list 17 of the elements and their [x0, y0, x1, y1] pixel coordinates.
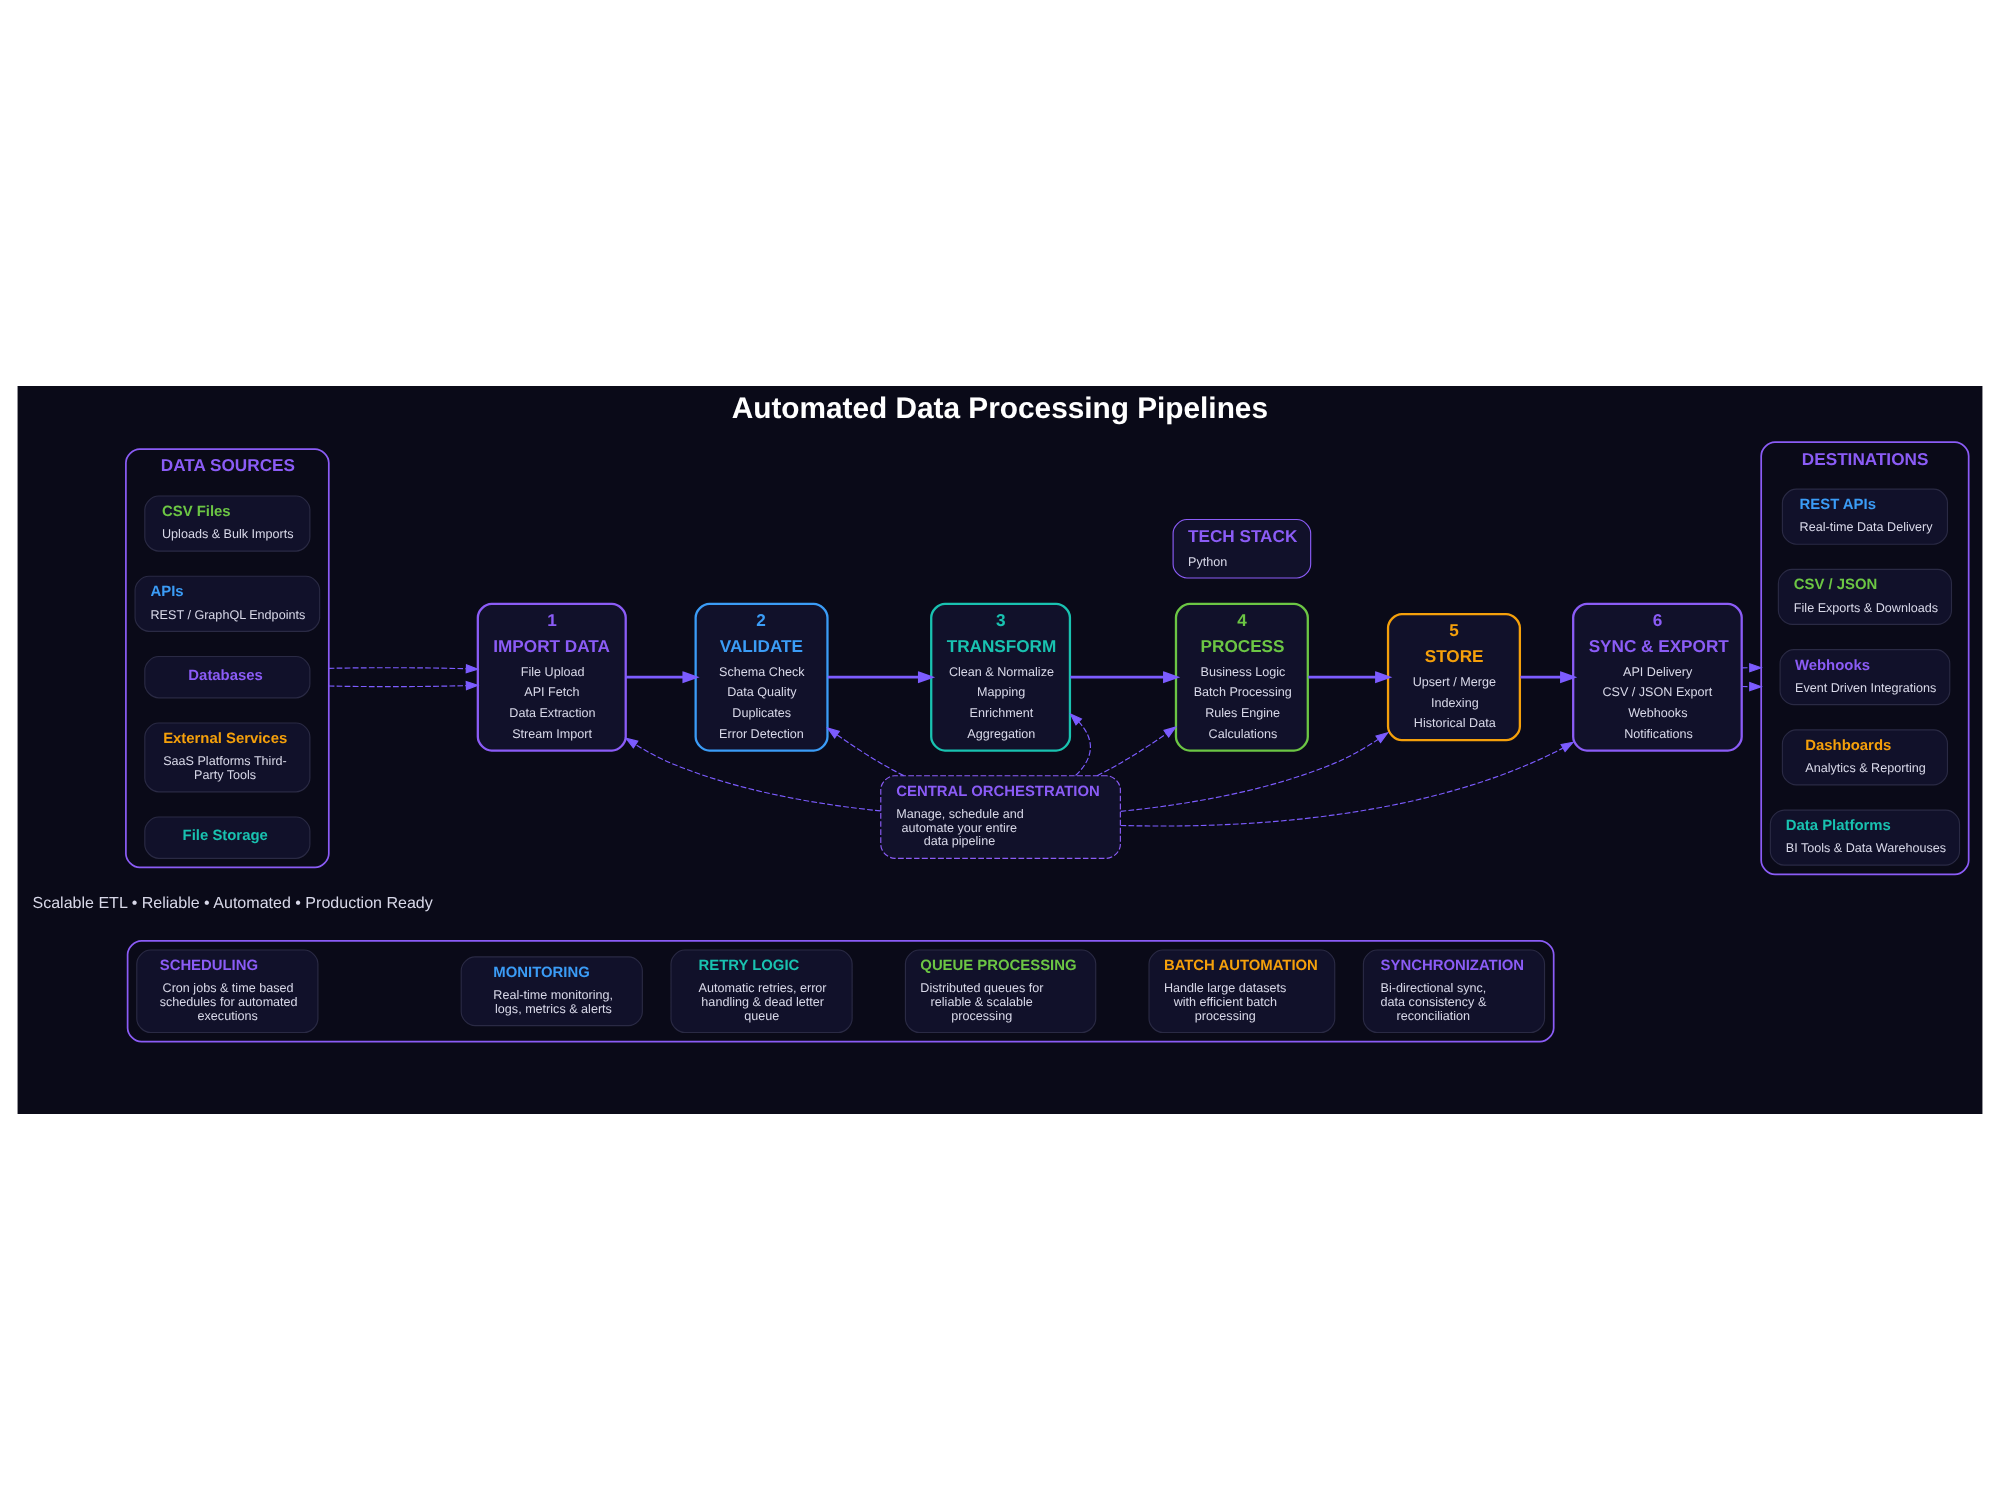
arrow: [1308, 671, 1393, 684]
arrow: [624, 737, 882, 812]
arrow: [826, 727, 905, 777]
arrow: [1070, 671, 1181, 684]
arrow: [1069, 712, 1091, 777]
arrow: [1741, 662, 1763, 673]
arrow: [1120, 741, 1575, 827]
arrow: [328, 663, 480, 674]
arrow: [1120, 731, 1390, 812]
arrow: [328, 680, 480, 691]
arrow: [1741, 681, 1763, 692]
arrow: [827, 671, 936, 684]
arrow: [625, 671, 700, 684]
arrow: [1096, 726, 1178, 777]
cluster: [126, 940, 1555, 1043]
arrow: [1520, 671, 1578, 684]
diagram-title: Automated Data Processing Pipelines: [731, 393, 1268, 426]
